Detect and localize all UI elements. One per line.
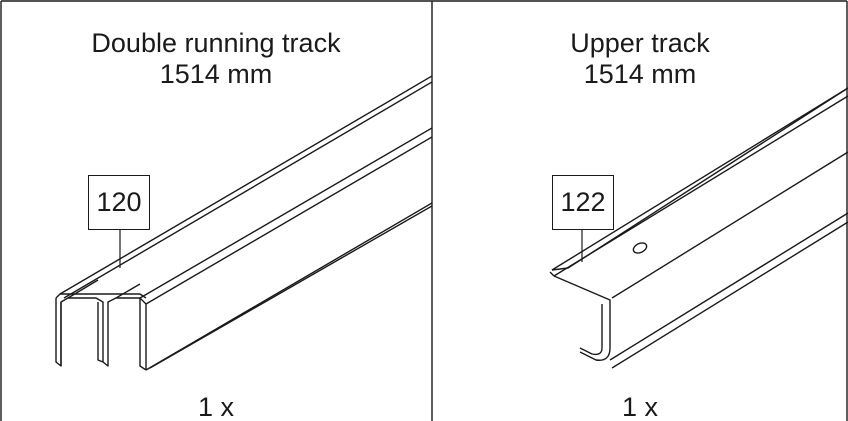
quantity-label: 1 x xyxy=(197,392,235,421)
part-number-callout: 120 xyxy=(88,175,150,230)
title-line-1: Double running track xyxy=(91,28,341,58)
panel-upper-track: Upper track 1514 mm xyxy=(432,0,848,421)
panel-title: Upper track 1514 mm xyxy=(432,28,848,90)
panel-title: Double running track 1514 mm xyxy=(0,28,432,90)
quantity-label: 1 x xyxy=(621,392,659,421)
panel-double-running-track: Double running track 1514 mm xyxy=(0,28,432,421)
part-number: 122 xyxy=(560,187,606,217)
double-running-track-drawing xyxy=(55,75,432,371)
title-line-1: Upper track xyxy=(570,28,710,58)
upper-track-drawing xyxy=(549,87,848,369)
part-number: 120 xyxy=(96,187,142,217)
title-line-2: 1514 mm xyxy=(159,59,273,89)
part-number-callout: 122 xyxy=(552,175,614,230)
title-line-2: 1514 mm xyxy=(583,59,697,89)
